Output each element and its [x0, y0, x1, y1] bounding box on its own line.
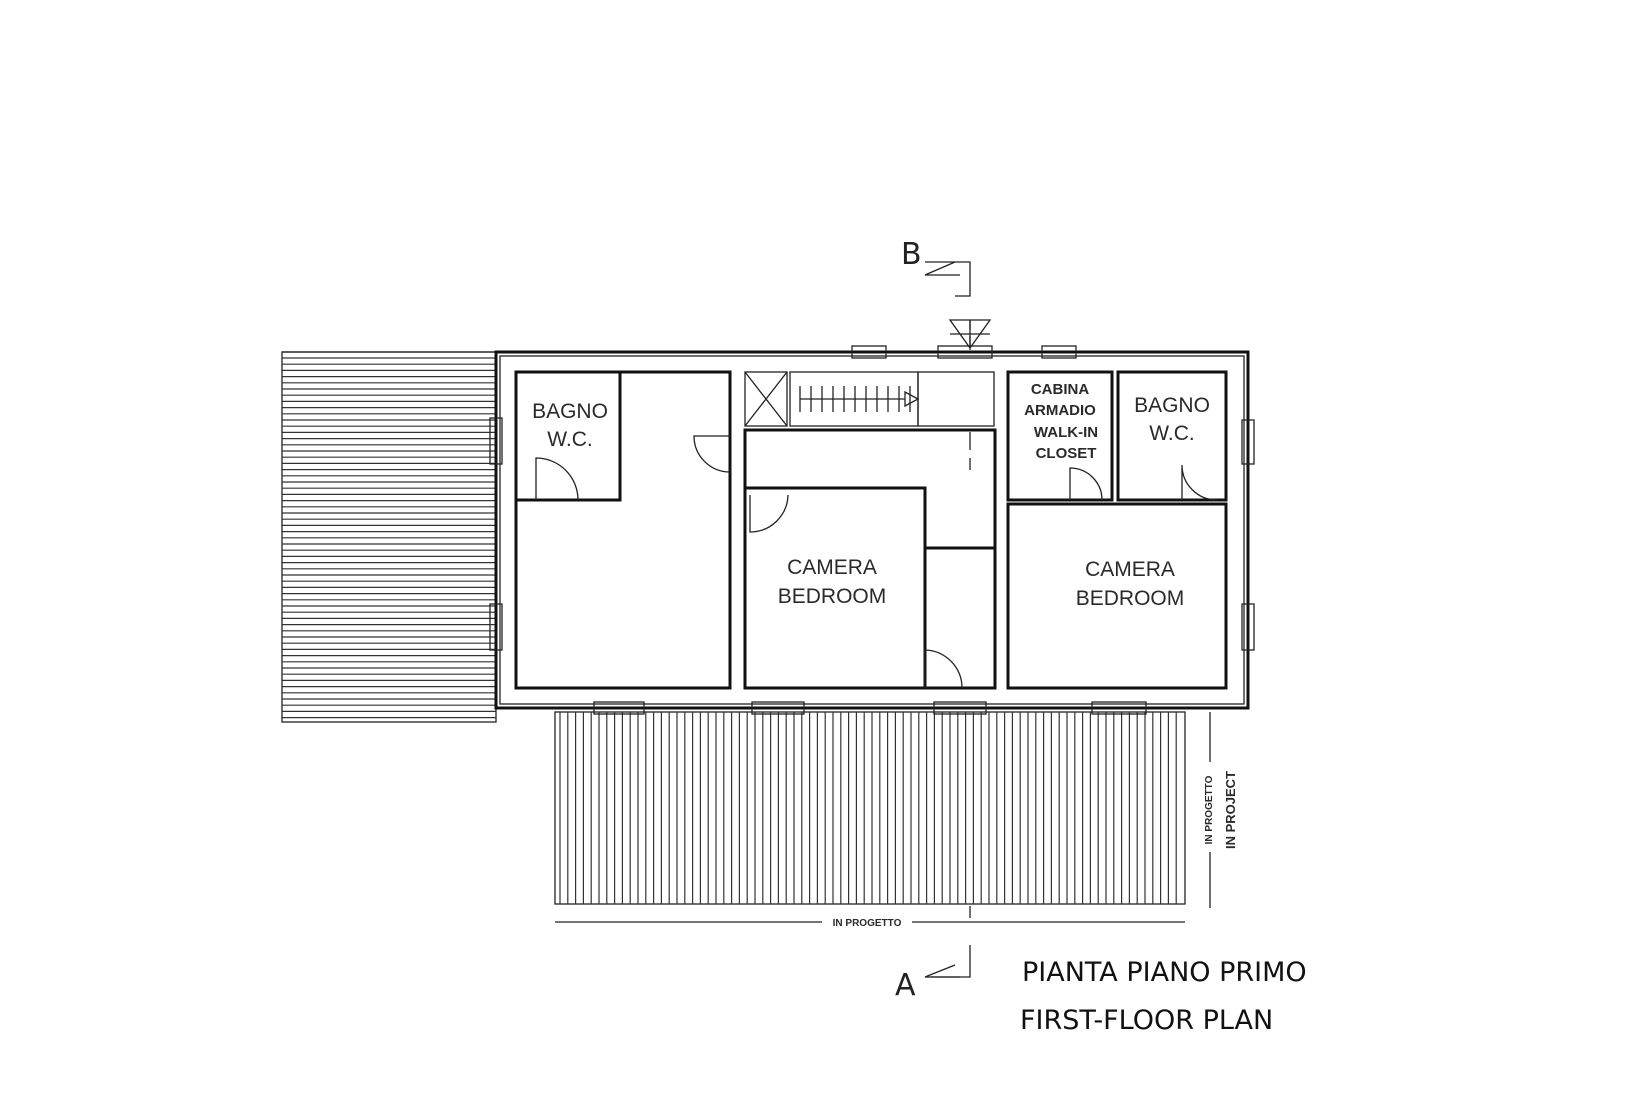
- section-b-label: B: [901, 237, 922, 272]
- section-marker-a: A: [895, 968, 916, 1003]
- room-cabina-armadio: CABINA ARMADIO WALK-IN CLOSET: [1024, 381, 1098, 462]
- front-terrace-hatching: [559, 712, 1177, 904]
- room-label: W.C.: [547, 428, 593, 451]
- section-marker-b: B: [901, 237, 922, 272]
- dimension-label-horizontal: IN PROGETTO: [822, 914, 912, 930]
- room-label: ARMADIO: [1024, 402, 1096, 419]
- room-label: CAMERA: [787, 556, 877, 579]
- room-label: CAMERA: [1085, 558, 1175, 581]
- dimension-text: IN PROJECT: [1223, 771, 1238, 849]
- room-bagno-2: BAGNO W.C.: [1134, 394, 1210, 445]
- outer-walls: [494, 350, 1250, 710]
- dimension-text: IN PROGETTO: [833, 918, 902, 929]
- room-label: WALK-IN: [1034, 424, 1098, 441]
- left-terrace: [281, 351, 497, 723]
- dimension-text: IN PROGETTO: [1204, 775, 1215, 844]
- room-label: BEDROOM: [1076, 587, 1185, 610]
- room-label: CLOSET: [1036, 445, 1097, 462]
- room-label: BAGNO: [532, 400, 608, 423]
- room-label: CABINA: [1031, 381, 1089, 398]
- room-camera-2: CAMERA BEDROOM: [1076, 558, 1185, 610]
- plan-title-line1: PIANTA PIANO PRIMO: [1022, 957, 1307, 988]
- interior-walls: [514, 370, 1228, 690]
- dimension-label-vertical: IN PROGETTO IN PROJECT: [1200, 762, 1240, 852]
- plan-title: PIANTA PIANO PRIMO FIRST-FLOOR PLAN: [1020, 957, 1307, 1036]
- room-label: BEDROOM: [778, 585, 887, 608]
- windows: [489, 345, 1255, 715]
- section-a-label: A: [895, 968, 916, 1003]
- plan-title-line2: FIRST-FLOOR PLAN: [1020, 1005, 1273, 1036]
- room-camera-1: CAMERA BEDROOM: [778, 556, 887, 608]
- room-label: W.C.: [1149, 422, 1195, 445]
- left-terrace-hatching: [282, 357, 496, 719]
- front-terrace: [554, 711, 1186, 905]
- room-bagno-1: BAGNO W.C.: [532, 400, 608, 451]
- room-label: BAGNO: [1134, 394, 1210, 417]
- section-lines: [924, 261, 992, 978]
- doors: [535, 435, 1218, 689]
